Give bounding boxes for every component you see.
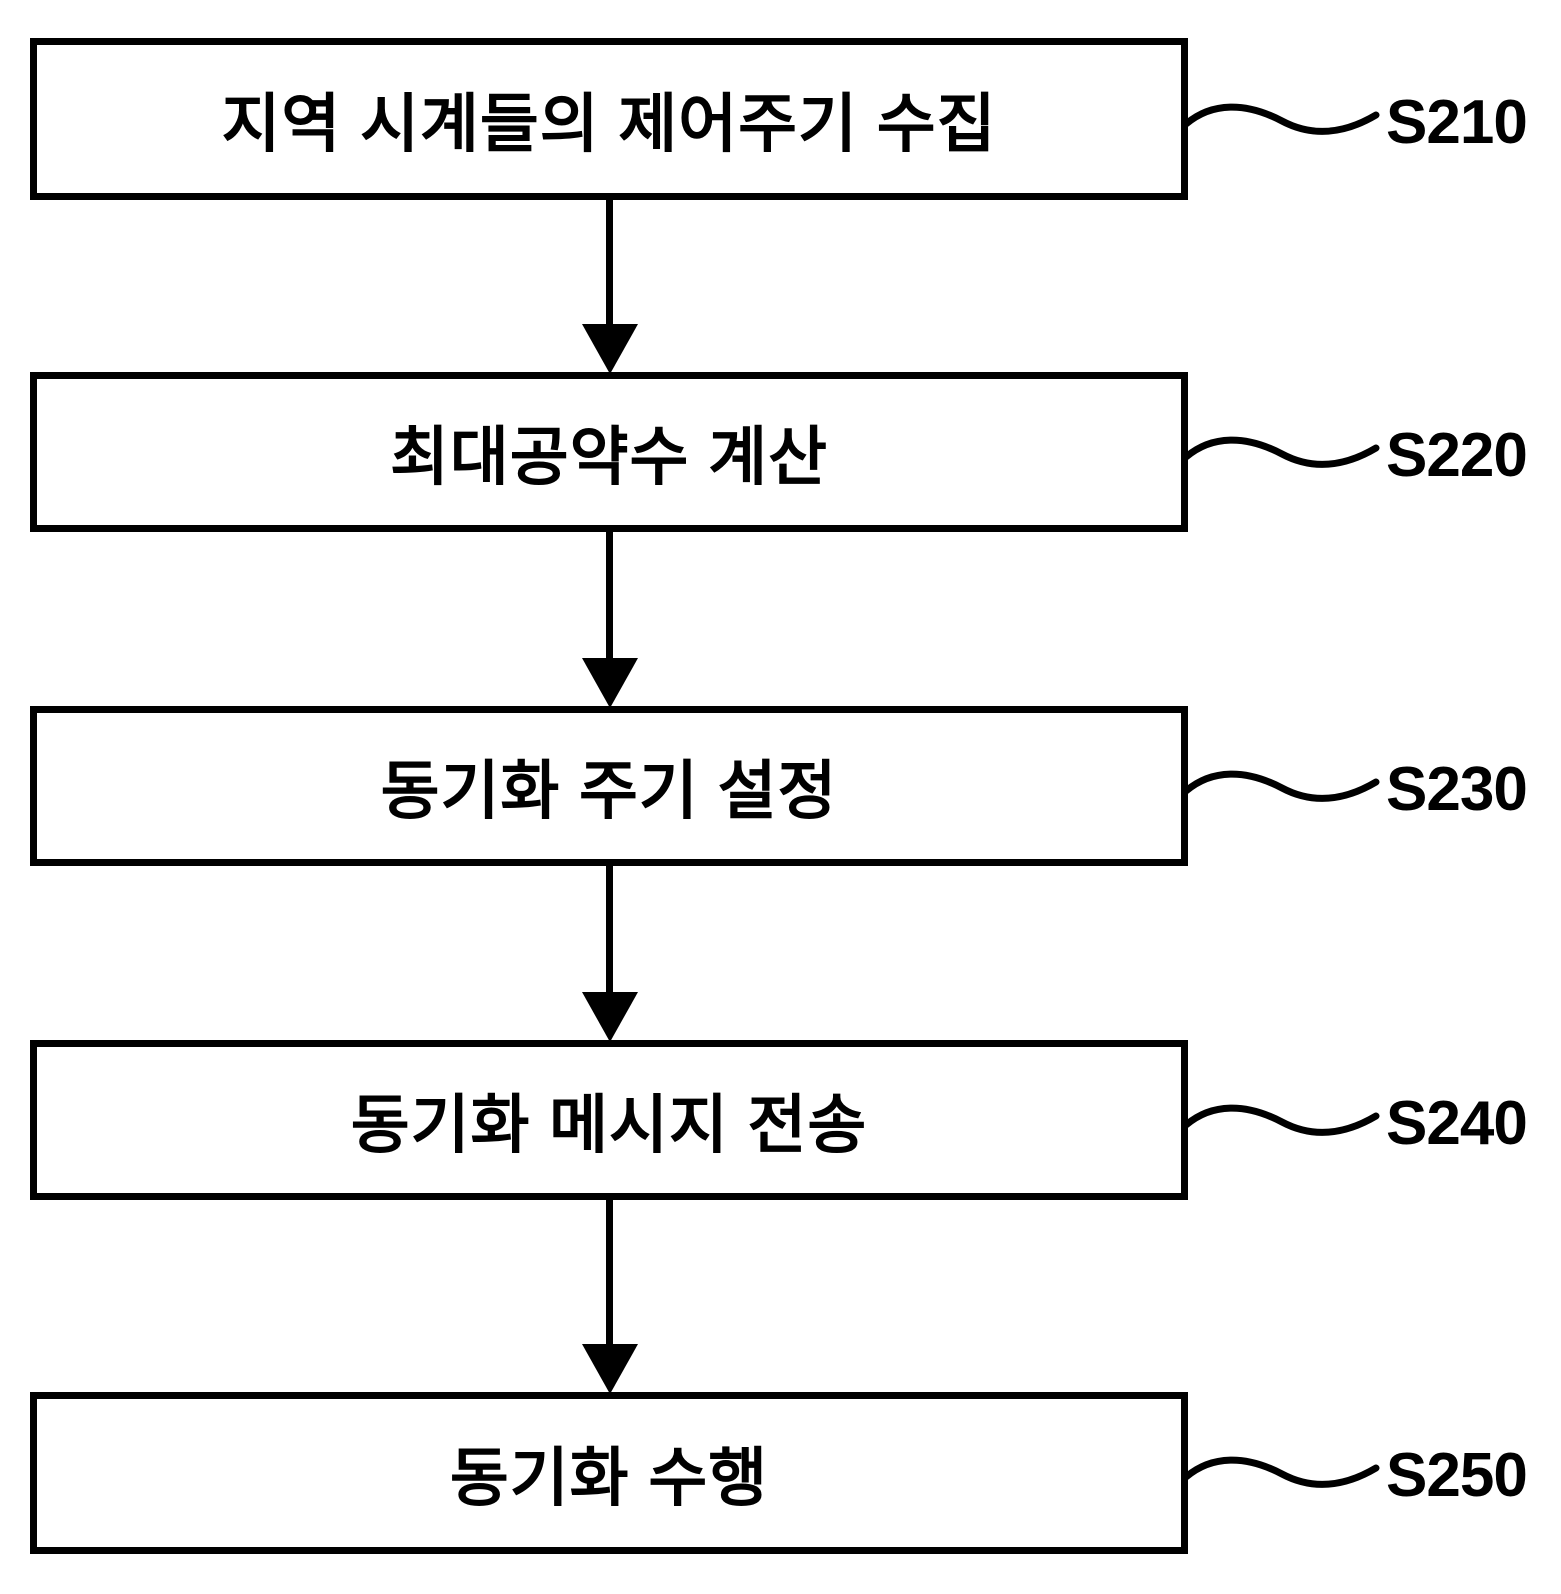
step-box-label: 최대공약수 계산 [390,421,828,493]
flow-arrow-line [606,530,613,660]
step-id-label: S210 [1386,87,1528,157]
step-box-label: 지역 시계들의 제어주기 수집 [221,88,997,160]
flow-arrow-line [606,864,613,994]
flow-arrow-line [606,198,613,326]
flow-arrow-head [582,992,638,1042]
step-box-perform-sync: 동기화 수행 [30,1392,1188,1554]
step-id-label: S220 [1386,420,1528,490]
wavy-connector [1184,1104,1380,1136]
step-box-label: 동기화 주기 설정 [380,755,838,827]
step-id-label: S240 [1386,1088,1528,1158]
flow-arrow-head [582,324,638,374]
wavy-connector [1184,436,1380,468]
step-id-label: S230 [1386,754,1528,824]
wavy-connector [1184,103,1380,135]
step-box-set-sync-period: 동기화 주기 설정 [30,706,1188,866]
wavy-connector [1184,1456,1380,1488]
step-box-label: 동기화 메시지 전송 [350,1089,868,1161]
wavy-connector [1184,770,1380,802]
flow-arrow-head [582,1344,638,1394]
flow-arrow-line [606,1198,613,1346]
flow-arrow-head [582,658,638,708]
step-box-label: 동기화 수행 [449,1442,769,1514]
step-box-collect-control-periods: 지역 시계들의 제어주기 수집 [30,38,1188,200]
step-id-label: S250 [1386,1440,1528,1510]
step-box-send-sync-message: 동기화 메시지 전송 [30,1040,1188,1200]
step-box-calc-gcd: 최대공약수 계산 [30,372,1188,532]
